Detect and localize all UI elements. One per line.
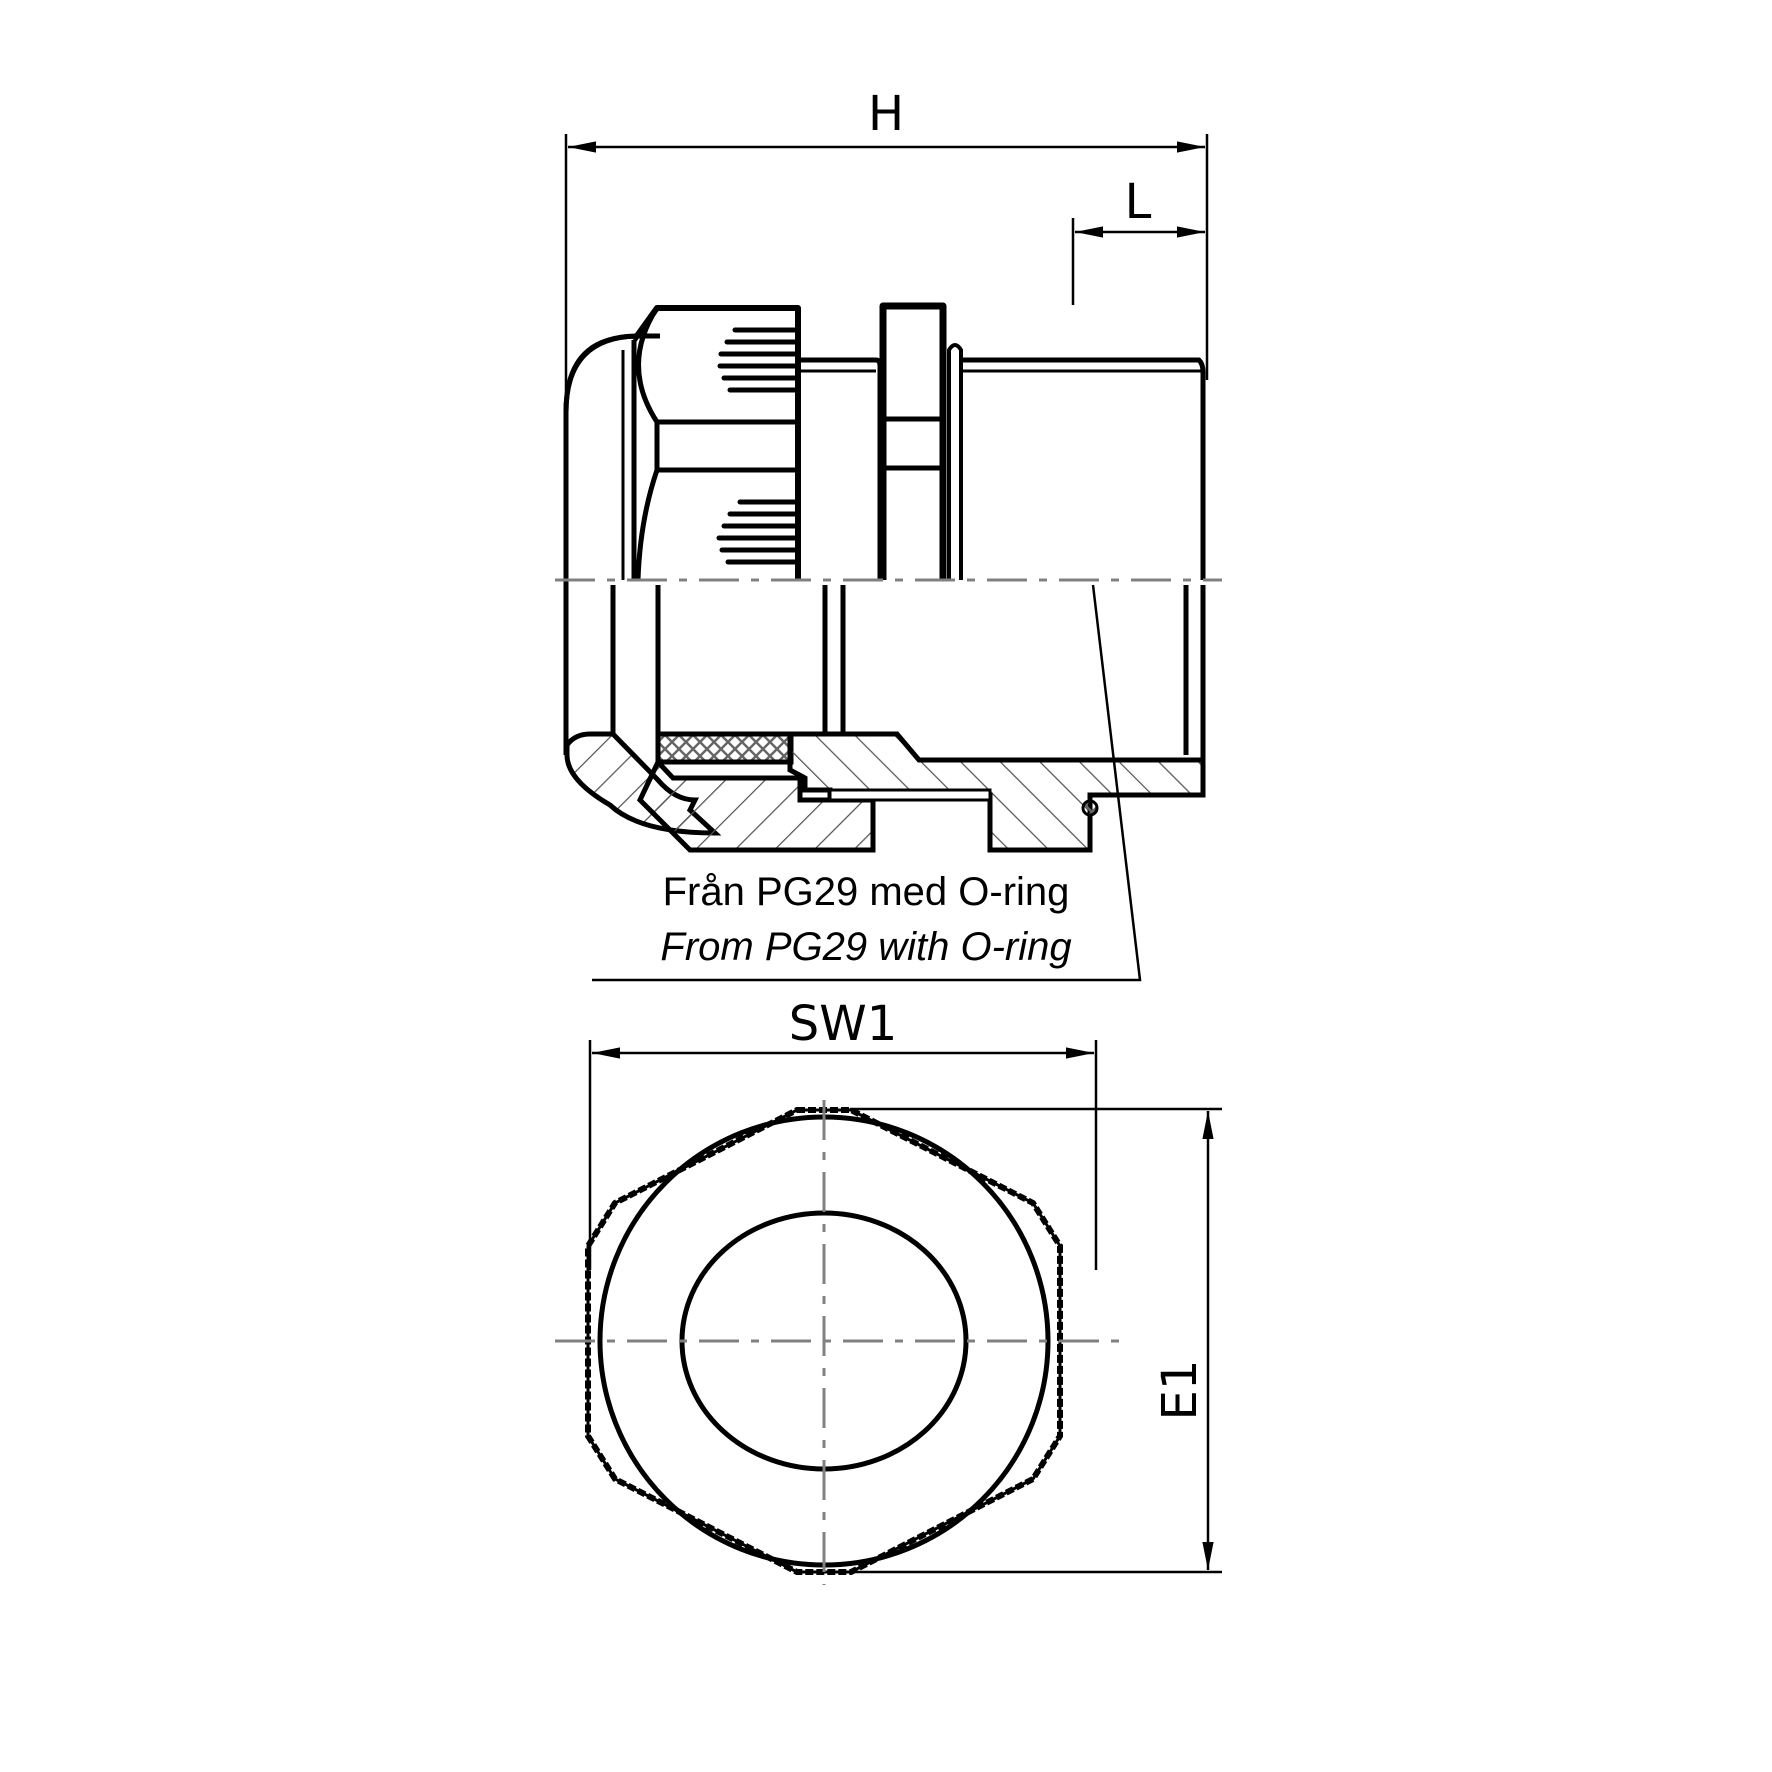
dimension-h-label: H: [868, 86, 904, 142]
dimension-sw1: SW1: [588, 996, 1098, 1270]
side-view: [563, 302, 1206, 755]
dimension-h: H: [564, 86, 1209, 400]
dimension-sw1-label: SW1: [789, 996, 897, 1052]
dimension-e1: E1: [850, 1107, 1222, 1574]
dimension-e1-label: E1: [1152, 1360, 1208, 1421]
end-view-centerlines: [555, 1100, 1130, 1585]
dimension-l-label: L: [1125, 174, 1152, 230]
section-view: [564, 585, 1206, 853]
annotation-swedish: Från PG29 med O-ring: [663, 870, 1070, 914]
dimension-l: L: [1071, 174, 1205, 305]
annotation-english: From PG29 with O-ring: [660, 925, 1071, 969]
leader-line: [592, 584, 1142, 982]
